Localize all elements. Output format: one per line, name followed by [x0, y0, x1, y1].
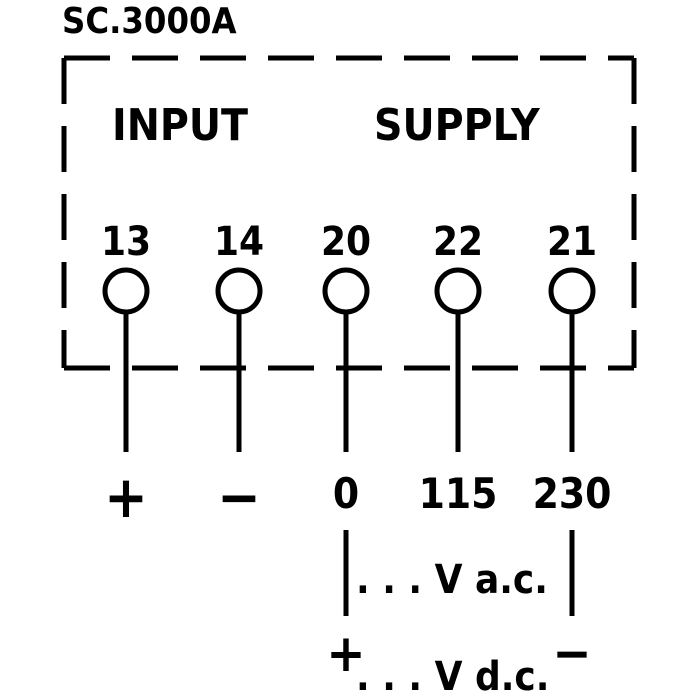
model-title: SC.3000A: [62, 1, 237, 42]
terminal-number-20: 20: [320, 219, 372, 265]
terminal-number-22: 22: [432, 219, 484, 265]
supply-section-label: SUPPLY: [374, 100, 540, 151]
enclosure-box: [61, 55, 637, 371]
supply-230-label: 230: [532, 469, 612, 518]
supply-115-label: 115: [418, 469, 498, 518]
supply-leads: [343, 530, 575, 616]
dc-voltage-label: . . . V d.c.: [356, 654, 550, 700]
terminal-number-21: 21: [546, 219, 598, 265]
terminal-21: [548, 267, 596, 452]
dc-plus-label: +: [326, 624, 366, 684]
terminal-number-14: 14: [213, 219, 265, 265]
terminal-14: [215, 267, 263, 452]
supply-zero-label: 0: [332, 469, 360, 518]
terminal-number-13: 13: [100, 219, 152, 265]
dc-minus-label: −: [552, 624, 592, 684]
input-plus-label: +: [104, 463, 148, 531]
input-minus-label: −: [217, 463, 261, 531]
terminal-20: [322, 267, 370, 452]
terminal-22: [434, 267, 482, 452]
input-section-label: INPUT: [112, 100, 248, 151]
terminal-13: [102, 267, 150, 452]
ac-voltage-label: . . . V a.c.: [356, 557, 548, 603]
